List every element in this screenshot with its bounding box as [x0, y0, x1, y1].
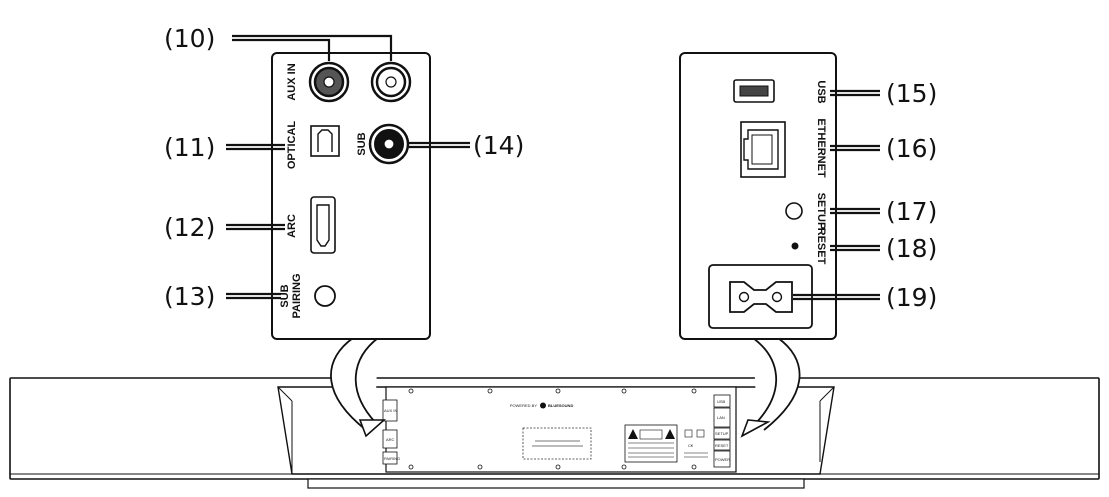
screw	[477, 464, 483, 470]
svg-text:C€: C€	[688, 443, 694, 448]
rear-plate	[385, 386, 737, 473]
callout-19: (19)	[886, 283, 937, 312]
svg-text:SETUP: SETUP	[715, 431, 729, 436]
left-connector-panel: AUX IN OPTICAL SUB ARC SUB PAIRING	[271, 52, 431, 340]
zoom-arrow-left	[330, 337, 387, 438]
screw	[408, 388, 414, 394]
right-port-tags: USB LAN SETUP RESET POWER	[713, 394, 731, 468]
callout-10: (10)	[164, 24, 215, 53]
warning-icon	[628, 429, 638, 439]
soundbar-foot	[307, 478, 805, 489]
soundbar: POWERED BY BLUESOUND C€ AUX IN ARC PAIRI…	[9, 377, 1100, 489]
sub-label: SUB	[356, 132, 368, 155]
zoom-arrow-right	[740, 337, 801, 438]
tag-setup	[713, 427, 731, 440]
svg-text:ARC: ARC	[386, 437, 395, 442]
tag-arc	[382, 429, 398, 449]
callout-labels: (10) (11) (12) (13) (14) (15) (16) (17) …	[164, 24, 937, 312]
callout-18: (18)	[886, 234, 937, 263]
svg-text:RESET: RESET	[715, 443, 729, 448]
screw	[555, 388, 561, 394]
screw	[555, 464, 561, 470]
svg-text:POWER: POWER	[715, 457, 730, 462]
aux-in-jacks	[308, 61, 412, 103]
optical-port-icon	[310, 125, 340, 157]
svg-text:AUX IN: AUX IN	[384, 408, 397, 413]
left-port-tags: AUX IN ARC PAIRING	[382, 399, 400, 465]
svg-text:PAIRING: PAIRING	[384, 456, 400, 461]
usb-label: USB	[815, 80, 827, 103]
callout-12: (12)	[164, 213, 215, 242]
brand-text: BLUESOUND	[548, 403, 573, 408]
screw	[487, 388, 493, 394]
sub-pairing-label-line1: SUB	[279, 284, 291, 307]
callout-14: (14)	[473, 131, 524, 160]
optical-label: OPTICAL	[286, 121, 298, 170]
arc-label: ARC	[286, 214, 298, 238]
svg-text:USB: USB	[717, 399, 726, 404]
callout-15: (15)	[886, 79, 937, 108]
setup-button-icon	[785, 202, 803, 220]
screw	[621, 464, 627, 470]
screw	[621, 388, 627, 394]
tag-power	[713, 450, 731, 468]
tag-lan	[713, 407, 731, 428]
leader-lines	[226, 34, 880, 301]
right-connector-panel: USB ETHERNET SETUP RESET	[679, 52, 837, 340]
tag-usb	[713, 394, 731, 408]
callout-17: (17)	[886, 197, 937, 226]
brand-logo-icon	[540, 402, 546, 409]
ethernet-label: ETHERNET	[815, 118, 827, 178]
reset-label: RESET	[815, 228, 827, 265]
callout-16: (16)	[886, 134, 937, 163]
warning-icon	[665, 429, 675, 439]
tag-aux-in	[382, 399, 398, 422]
product-label	[522, 427, 592, 460]
callout-11: (11)	[164, 133, 215, 162]
screw	[408, 464, 414, 470]
compliance-marks	[683, 428, 705, 458]
screw	[691, 388, 697, 394]
tag-pairing	[382, 451, 398, 465]
power-socket-icon	[729, 281, 793, 313]
svg-text:LAN: LAN	[717, 415, 725, 420]
sub-pairing-label-line2: PAIRING	[291, 273, 303, 318]
aux-in-label: AUX IN	[286, 63, 298, 100]
callout-13: (13)	[164, 282, 215, 311]
screw	[691, 464, 697, 470]
setup-label: SETUP	[815, 193, 827, 230]
sub-pairing-button-icon	[314, 285, 336, 307]
tag-reset	[713, 439, 731, 451]
powered-by-text: POWERED BY	[510, 403, 537, 408]
reset-pinhole-icon	[791, 242, 799, 250]
